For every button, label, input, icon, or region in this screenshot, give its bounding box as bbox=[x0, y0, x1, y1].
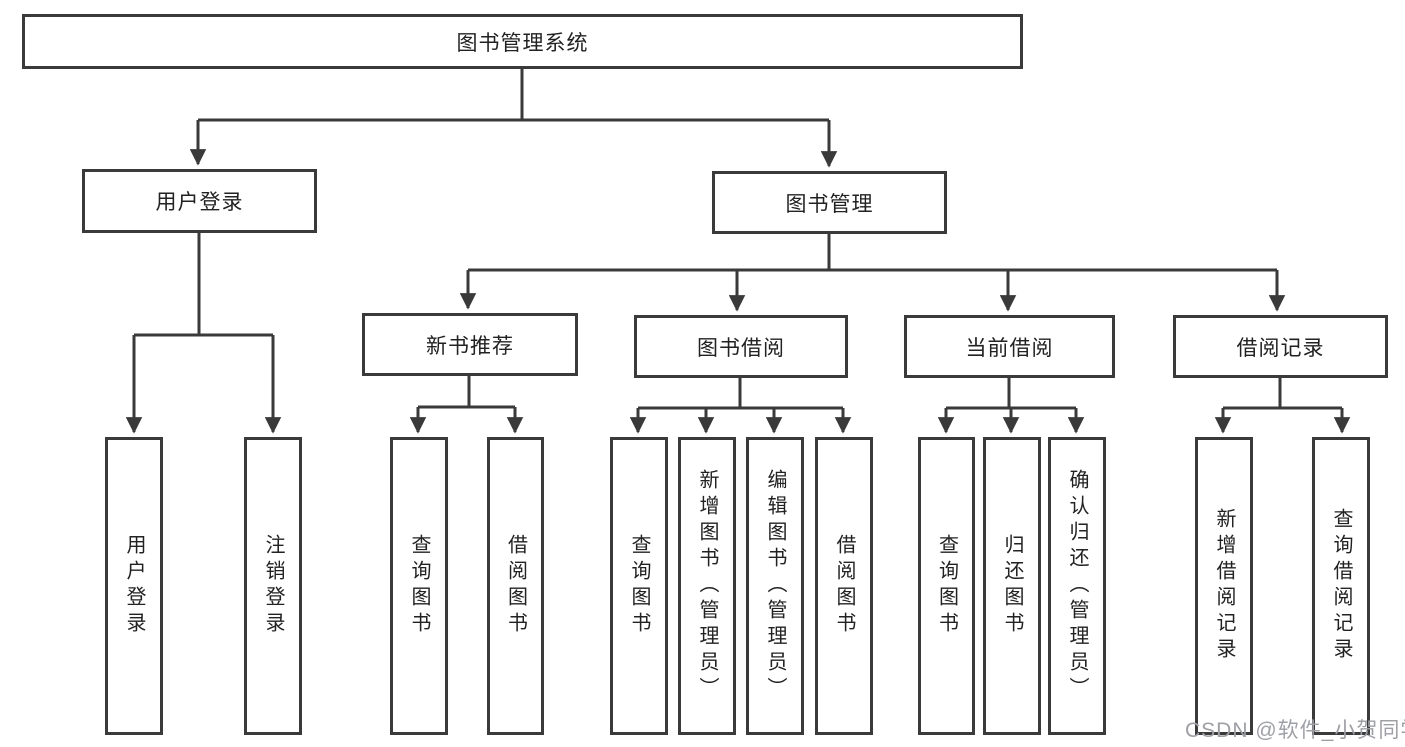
leaf-current-query-book-label: 查询图书 bbox=[935, 534, 958, 638]
leaf-current-confirm-return-admin: 确认归还（管理员） bbox=[1048, 437, 1106, 735]
leaf-current-confirm-return-admin-label: 确认归还（管理员） bbox=[1066, 469, 1088, 703]
node-new-book-recommend: 新书推荐 bbox=[362, 313, 578, 376]
leaf-current-query-book: 查询图书 bbox=[918, 437, 975, 735]
leaf-newbook-query-book: 查询图书 bbox=[390, 437, 448, 735]
node-user-login: 用户登录 bbox=[82, 169, 317, 233]
leaf-current-return-book: 归还图书 bbox=[983, 437, 1041, 735]
leaf-borrow-edit-book-admin: 编辑图书（管理员） bbox=[746, 437, 804, 735]
leaf-borrow-borrow-book: 借阅图书 bbox=[815, 437, 873, 735]
leaf-user-login: 用户登录 bbox=[105, 437, 163, 735]
node-current-borrow: 当前借阅 bbox=[904, 315, 1115, 378]
node-book-borrow: 图书借阅 bbox=[634, 315, 848, 378]
leaf-newbook-borrow-book: 借阅图书 bbox=[487, 437, 544, 735]
node-borrow-records-label: 借阅记录 bbox=[1236, 336, 1325, 360]
leaf-newbook-borrow-book-label: 借阅图书 bbox=[504, 534, 527, 638]
leaf-records-query-record: 查询借阅记录 bbox=[1312, 437, 1370, 735]
leaf-records-query-record-label: 查询借阅记录 bbox=[1330, 508, 1352, 664]
leaf-borrow-query-book-label: 查询图书 bbox=[628, 534, 650, 638]
watermark: CSDN @软件_小贺同学 bbox=[1185, 719, 1405, 742]
leaf-records-add-record-label: 新增借阅记录 bbox=[1213, 508, 1235, 664]
node-new-book-recommend-label: 新书推荐 bbox=[426, 334, 514, 358]
node-book-management: 图书管理 bbox=[712, 171, 947, 234]
leaf-current-return-book-label: 归还图书 bbox=[1001, 534, 1023, 638]
leaf-logout-login: 注销登录 bbox=[244, 437, 302, 735]
leaf-logout-login-label: 注销登录 bbox=[262, 534, 284, 638]
leaf-borrow-borrow-book-label: 借阅图书 bbox=[833, 534, 855, 638]
node-root: 图书管理系统 bbox=[22, 14, 1023, 69]
node-root-label: 图书管理系统 bbox=[456, 31, 589, 55]
leaf-borrow-query-book: 查询图书 bbox=[610, 437, 668, 735]
leaf-records-add-record: 新增借阅记录 bbox=[1195, 437, 1253, 735]
node-book-management-label: 图书管理 bbox=[785, 192, 874, 216]
leaf-user-login-label: 用户登录 bbox=[123, 534, 145, 638]
leaf-borrow-add-book-admin-label: 新增图书（管理员） bbox=[696, 469, 718, 703]
leaf-borrow-edit-book-admin-label: 编辑图书（管理员） bbox=[764, 469, 786, 703]
leaf-newbook-query-book-label: 查询图书 bbox=[408, 534, 430, 638]
node-borrow-records: 借阅记录 bbox=[1173, 315, 1388, 378]
node-user-login-label: 用户登录 bbox=[155, 191, 244, 214]
node-current-borrow-label: 当前借阅 bbox=[965, 336, 1054, 360]
node-book-borrow-label: 图书借阅 bbox=[697, 336, 785, 360]
leaf-borrow-add-book-admin: 新增图书（管理员） bbox=[678, 437, 736, 735]
